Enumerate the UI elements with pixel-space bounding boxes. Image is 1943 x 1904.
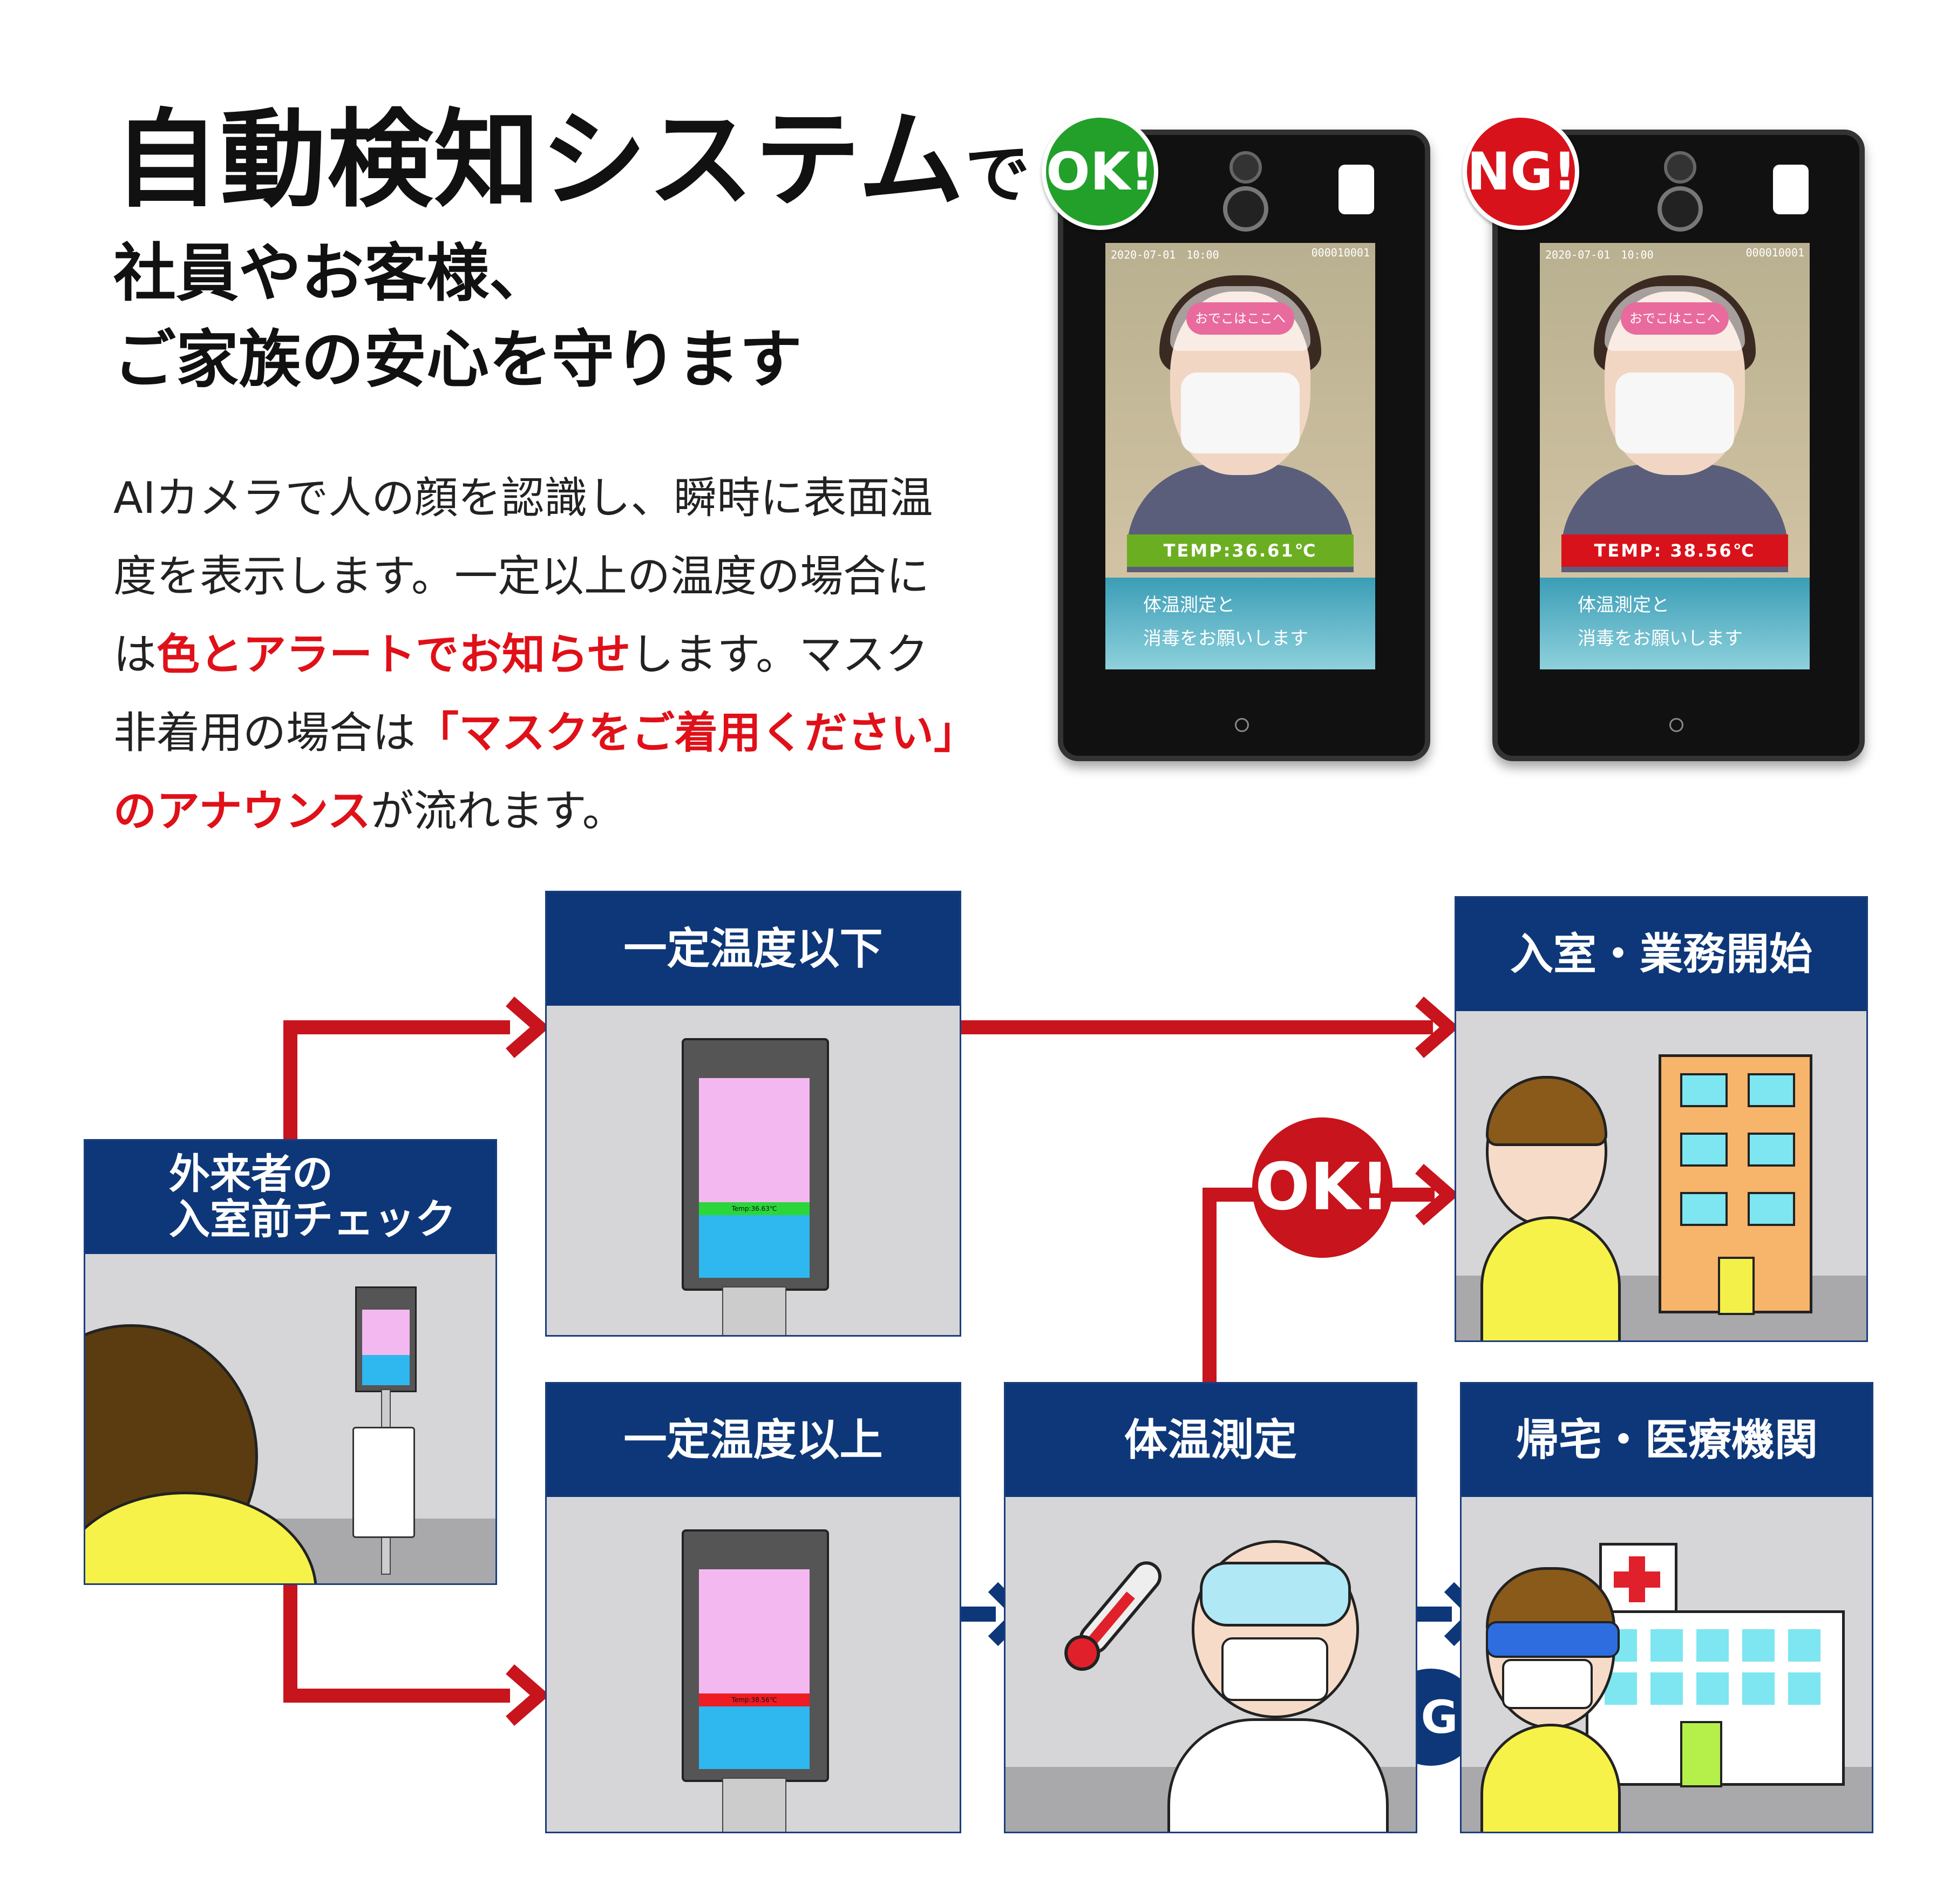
arrow-to-enter	[958, 1020, 1433, 1034]
blue-arrow-shaft	[1414, 1607, 1452, 1622]
device-ng: 2020-07-01 10:00 000010001 おでこはここへ TEMP: …	[1492, 130, 1865, 761]
panel-enter: 入室・業務開始	[1455, 896, 1868, 1342]
camera-lens-icon	[1223, 186, 1268, 232]
sensor-icon	[1339, 165, 1374, 214]
description-red2: 「マスクをご着用ください」のアナウンス	[113, 708, 955, 836]
panel-measure-title: 体温測定	[1124, 1415, 1297, 1465]
device-ng-screen: 2020-07-01 10:00 000010001 おでこはここへ TEMP: …	[1540, 243, 1810, 669]
sensor-icon	[1773, 165, 1809, 214]
panel-below: 一定温度以下 Temp:36.63℃	[545, 891, 961, 1337]
worker-hair	[1486, 1076, 1607, 1146]
patient-mask	[1502, 1659, 1593, 1709]
person-body	[85, 1492, 317, 1583]
screen-id: 000010001	[1311, 246, 1370, 259]
description-part2: します。マスク非着用の場合は	[113, 629, 929, 758]
description-red1: 色とアラートでお知らせ	[157, 629, 631, 680]
mini-temp-ng: Temp:38.56℃	[699, 1693, 810, 1706]
hospital-cross-icon	[1599, 1543, 1677, 1616]
panel-home-title: 帰宅・医療機関	[1516, 1415, 1818, 1465]
message-line2: 消毒をお願いします	[1143, 628, 1308, 649]
office-building-icon	[1659, 1054, 1812, 1315]
stand-pole	[722, 1778, 786, 1832]
camera-icon	[1664, 151, 1696, 184]
blue-arrow-shaft	[958, 1607, 996, 1622]
panel-above-title: 一定温度以上	[623, 1415, 883, 1465]
goggles-icon	[1200, 1562, 1351, 1627]
patient-visor	[1486, 1621, 1620, 1658]
headline-main-text: 自動検知システム	[113, 99, 966, 222]
home-button-icon	[1235, 718, 1249, 732]
screen-message: 体温測定と 消毒をお願いします	[1105, 578, 1375, 669]
headline-main-suffix: で	[965, 137, 1031, 212]
mini-device	[355, 1286, 417, 1392]
lab-coat	[1167, 1718, 1389, 1832]
panel-above: 一定温度以上 Temp:38.56℃	[545, 1382, 961, 1833]
ng-badge: NG!	[1463, 113, 1579, 230]
message-line1: 体温測定と	[1578, 594, 1669, 616]
panel-start: 外来者の 入室前チェック	[84, 1139, 497, 1585]
face-shield: おでこはここへ	[1605, 286, 1745, 351]
arrowhead-icon	[506, 996, 548, 1059]
arrow-down-path	[283, 1582, 297, 1700]
headline-line2: 社員やお客様、	[113, 237, 552, 310]
mini-device: Temp:36.63℃	[682, 1038, 829, 1291]
face-mask	[1181, 372, 1300, 453]
arrowhead-icon	[1415, 996, 1457, 1059]
description-part3: が流れます。	[370, 786, 626, 836]
staff-mask	[1221, 1637, 1328, 1701]
camera-icon	[1229, 151, 1262, 184]
arrow-up-path	[283, 1020, 297, 1144]
device-ok: 2020-07-01 10:00 000010001 おでこはここへ TEMP:3…	[1058, 130, 1430, 761]
screen-message: 体温測定と 消毒をお願いします	[1540, 578, 1810, 669]
arrow-ok-path	[1203, 1188, 1217, 1382]
home-button-icon	[1669, 718, 1683, 732]
dispenser-icon	[352, 1427, 415, 1538]
mini-temp-ok: Temp:36.63℃	[699, 1202, 810, 1215]
screen-id: 000010001	[1745, 246, 1804, 259]
message-line2: 消毒をお願いします	[1578, 628, 1743, 649]
face-shield: おでこはここへ	[1170, 286, 1310, 351]
device-ok-screen: 2020-07-01 10:00 000010001 おでこはここへ TEMP:3…	[1105, 243, 1375, 669]
thermometer-icon	[1064, 1561, 1162, 1671]
temp-readout: TEMP:36.61℃	[1127, 534, 1354, 567]
panel-start-title1: 外来者の	[169, 1150, 333, 1198]
panel-enter-title: 入室・業務開始	[1510, 929, 1812, 979]
mini-device: Temp:38.56℃	[682, 1529, 829, 1782]
arrowhead-icon	[1415, 1163, 1457, 1226]
screen-date: 2020-07-01 10:00	[1545, 248, 1654, 261]
arrow-to-above	[283, 1689, 510, 1703]
ok-circle: OK!	[1252, 1117, 1392, 1258]
camera-lens-icon	[1657, 186, 1703, 232]
headline-main: 自動検知システムで	[113, 102, 1031, 219]
forehead-label: おでこはここへ	[1186, 302, 1294, 335]
temp-readout: TEMP: 38.56℃	[1561, 534, 1788, 567]
stand-pole	[722, 1286, 786, 1335]
description: AIカメラで人の顔を認識し、瞬時に表面温度を表示します。一定以上の温度の場合には…	[113, 459, 955, 850]
panel-home: 帰宅・医療機関	[1460, 1382, 1873, 1833]
headline-line3: ご家族の安心を守ります	[113, 323, 802, 396]
arrowhead-icon	[506, 1664, 548, 1726]
panel-below-title: 一定温度以下	[623, 924, 883, 974]
screen-date: 2020-07-01 10:00	[1111, 248, 1219, 261]
panel-measure: 体温測定	[1004, 1382, 1417, 1833]
face-mask	[1615, 372, 1734, 453]
message-line1: 体温測定と	[1143, 594, 1235, 616]
ok-badge: OK!	[1042, 113, 1158, 230]
hospital-building-icon	[1586, 1610, 1845, 1787]
forehead-label: おでこはここへ	[1621, 302, 1729, 335]
arrow-to-below	[283, 1020, 510, 1034]
description-part1: AIカメラで人の顔を認識し、瞬時に表面温度を表示します。一定以上の温度の場合には	[113, 473, 933, 680]
worker-body	[1480, 1216, 1621, 1340]
panel-start-title2: 入室前チェック	[169, 1195, 456, 1243]
